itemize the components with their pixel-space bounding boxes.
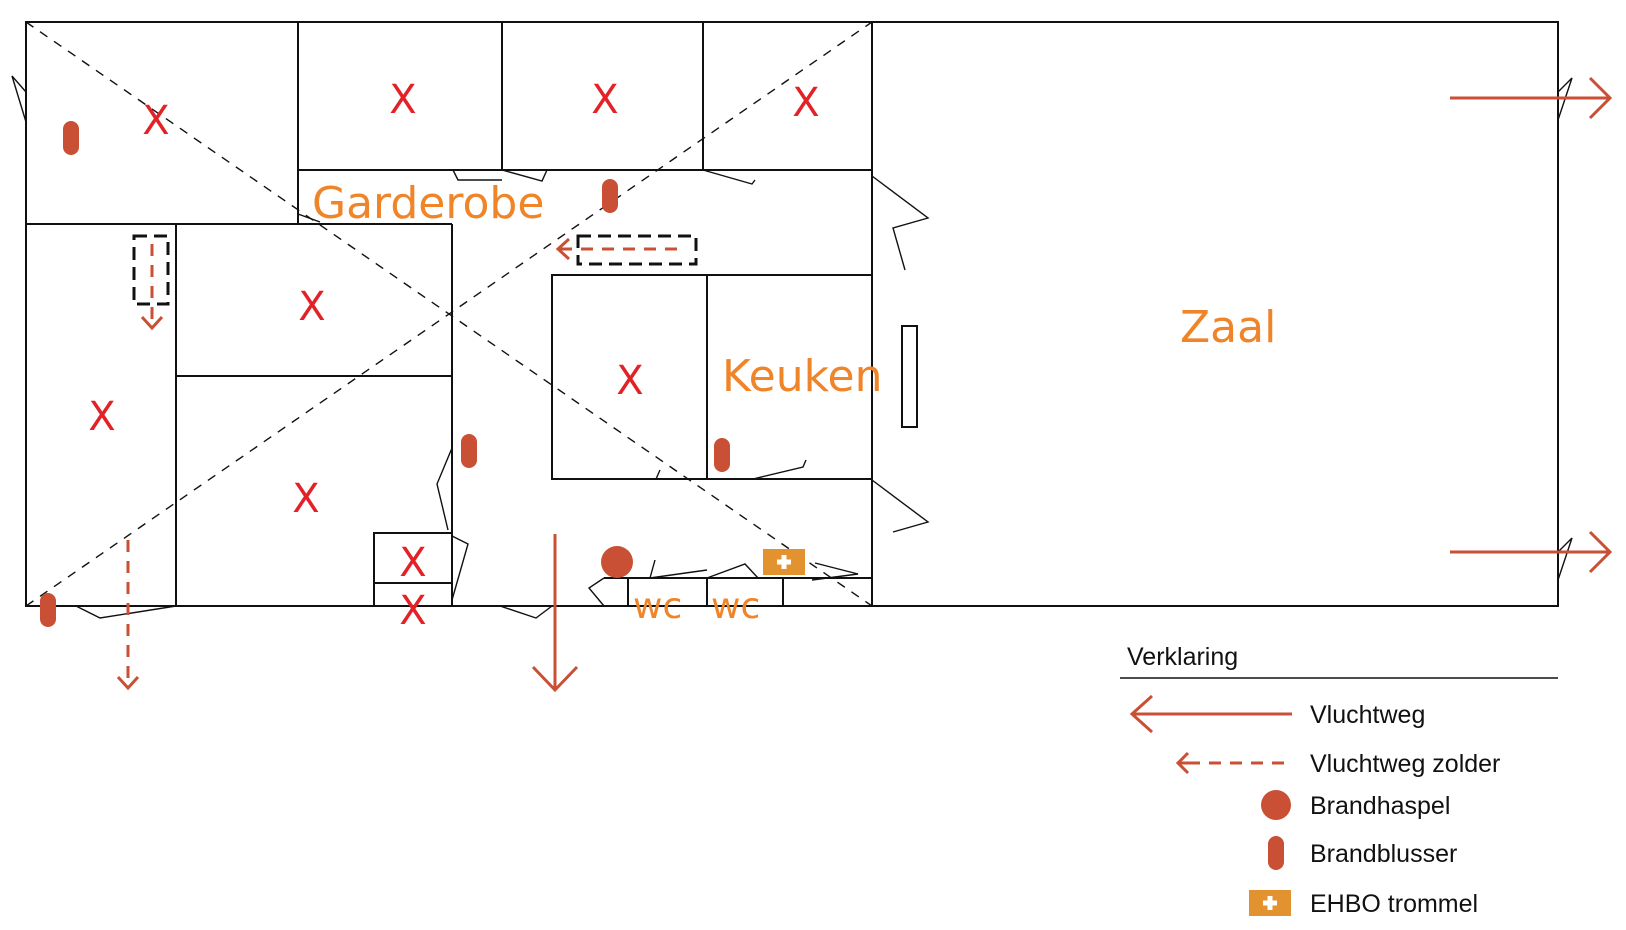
fire-extinguisher-icon [40, 593, 56, 627]
legend-item-vluchtweg: Vluchtweg [1129, 694, 1425, 734]
fire-extinguisher-icon [602, 179, 618, 213]
room-label-wc: wc [711, 586, 760, 627]
room-label-keuken: Keuken [722, 351, 883, 402]
first-aid-kit-icon [763, 549, 805, 575]
closed-mark: X [792, 80, 819, 126]
crossed-out-diagonals [25, 21, 873, 607]
fire-extinguisher-icon [714, 438, 730, 472]
door-swings [11, 75, 1573, 619]
fire-extinguisher-icon [461, 434, 477, 468]
legend-item-ehbo-trommel: EHBO trommel [1249, 890, 1478, 918]
legend: Verklaring Vluchtweg Vluchtweg zolder Br… [1120, 643, 1558, 918]
room-label-zaal: Zaal [1180, 302, 1276, 353]
room-label-wc: wc [633, 586, 682, 627]
legend-item-vluchtweg-zolder: Vluchtweg zolder [1175, 750, 1500, 778]
closed-mark: X [88, 394, 115, 440]
fire-hose-reel-icon [1261, 790, 1291, 820]
closed-room-marks: X X X X X X X X X X [88, 77, 819, 634]
fire-extinguisher-icon [1268, 836, 1284, 870]
attic-stairs [132, 234, 698, 306]
legend-item-brandblusser: Brandblusser [1268, 836, 1457, 870]
building-walls [25, 21, 1559, 607]
escape-routes [116, 76, 1613, 693]
room-label-garderobe: Garderobe [312, 178, 544, 229]
closed-mark: X [292, 476, 319, 522]
legend-title: Verklaring [1127, 643, 1238, 671]
legend-label: Vluchtweg [1310, 701, 1425, 729]
closed-mark: X [616, 358, 643, 404]
closed-mark: X [298, 284, 325, 330]
closed-mark: X [142, 98, 169, 144]
closed-mark: X [591, 77, 618, 123]
closed-mark: X [399, 540, 426, 586]
legend-label: EHBO trommel [1310, 890, 1478, 918]
legend-label: Vluchtweg zolder [1310, 750, 1500, 778]
legend-item-brandhaspel: Brandhaspel [1261, 790, 1450, 820]
legend-label: Brandhaspel [1310, 792, 1450, 820]
legend-label: Brandblusser [1310, 840, 1457, 868]
first-aid-kit-icon [1249, 890, 1291, 916]
closed-mark: X [389, 77, 416, 123]
fire-extinguisher-icon [63, 121, 79, 155]
fire-hose-reel-icon [601, 546, 633, 578]
closed-mark: X [399, 588, 426, 634]
